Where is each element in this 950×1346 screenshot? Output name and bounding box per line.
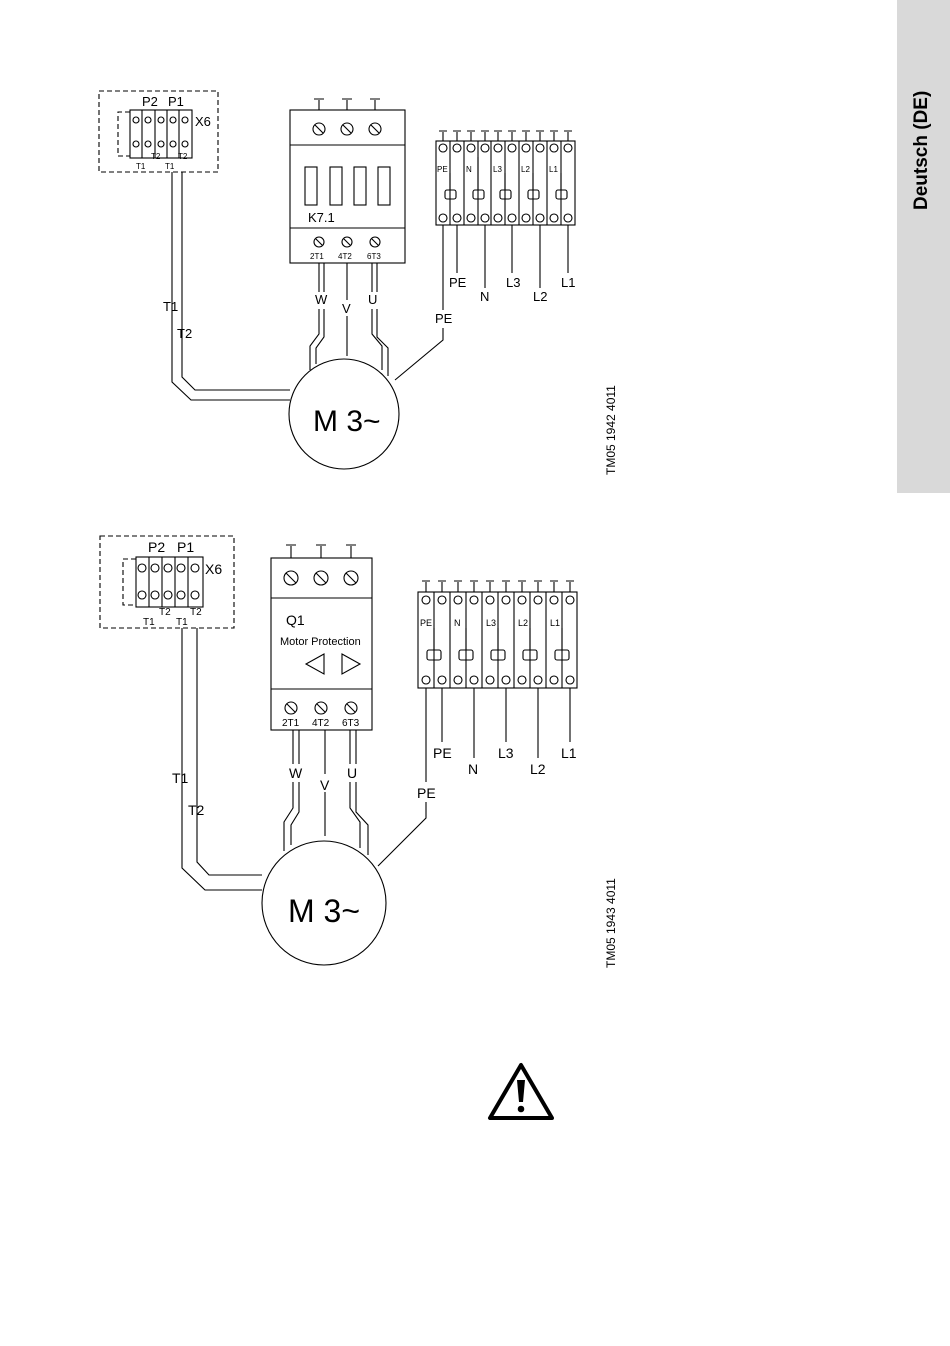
phase-label-u: U [368,292,377,307]
slot-l1: L1 [550,618,560,628]
device-terminal-6t3: 6T3 [367,252,381,261]
warning-triangle-icon [490,1065,552,1118]
t1-small-label: T1 [176,617,188,628]
slot-l1: L1 [549,165,558,174]
slot-l2: L2 [518,618,528,628]
pe-ground-label: PE [417,785,436,801]
p1-label: P1 [177,539,194,555]
device-label: Q1 [286,612,305,628]
figure-code: TM05 1942 4011 [604,385,618,475]
supply-label-l3: L3 [498,745,514,761]
t1-small-label: T1 [136,162,146,171]
cable-label-t1: T1 [172,770,189,786]
motor: M 3~ [262,841,386,965]
t1-small-label: T1 [143,617,155,628]
supply-wires: PE N L3 L2 L1 PE [395,225,575,380]
thermal-cable: T1 T2 [172,628,262,890]
cable-label-t1: T1 [163,299,178,314]
supply-label-l3: L3 [506,275,520,290]
device-terminal-2t1: 2T1 [282,718,300,729]
thermal-cable: T1 T2 [163,172,290,400]
cable-label-t2: T2 [188,802,205,818]
p2-label: P2 [142,94,158,109]
slot-pe: PE [437,165,448,174]
t2-small-label: T2 [151,152,161,161]
slot-n: N [454,618,461,628]
slot-l3: L3 [493,165,502,174]
slot-l3: L3 [486,618,496,628]
supply-label-n: N [480,289,489,304]
slot-n: N [466,165,472,174]
motor: M 3~ [289,359,399,469]
t2-small-label: T2 [190,607,202,618]
p1-label: P1 [168,94,184,109]
phase-label-v: V [320,777,330,793]
t1-small-label: T1 [165,162,175,171]
phase-label-w: W [315,292,328,307]
supply-label-n: N [468,761,478,777]
supply-label-pe: PE [449,275,467,290]
sensor-terminal-block: P2 P1 X6 T2 T2 T1 T1 [100,536,234,628]
figure-code: TM05 1943 4011 [604,878,618,968]
sensor-terminal-block: P2 P1 X6 T2 T2 T1 T1 [99,91,218,172]
supply-label-l2: L2 [533,289,547,304]
motor-label: M 3~ [288,893,360,929]
device-terminal-4t2: 4T2 [312,718,330,729]
mains-terminal-strip: PE N L3 L2 L1 [418,581,577,688]
phase-label-w: W [289,765,303,781]
supply-label-pe: PE [433,745,452,761]
contactor-k7-1: K7.1 2T1 4T2 6T3 [290,99,405,263]
pe-ground-label: PE [435,311,453,326]
supply-label-l1: L1 [561,745,577,761]
device-terminal-4t2: 4T2 [338,252,352,261]
device-terminal-2t1: 2T1 [310,252,324,261]
t2-small-label: T2 [159,607,171,618]
x6-label: X6 [205,561,222,577]
slot-pe: PE [420,618,432,628]
cable-label-t2: T2 [177,326,192,341]
motor-protection-q1: Q1 Motor Protection 2T1 4T2 6T3 [271,545,372,730]
wiring-diagram-2: P2 P1 X6 T2 T2 T1 T1 T1 T2 Q1 Motor Prot… [100,536,618,968]
supply-label-l1: L1 [561,275,575,290]
t2-small-label: T2 [178,152,188,161]
motor-label: M 3~ [313,405,381,438]
mains-terminal-strip: PE N L3 L2 L1 [436,131,575,225]
p2-label: P2 [148,539,165,555]
slot-l2: L2 [521,165,530,174]
supply-wires: PE N L3 L2 L1 PE [378,688,577,866]
device-sublabel: Motor Protection [280,636,361,648]
phase-label-u: U [347,765,357,781]
device-label: K7.1 [308,210,335,225]
wiring-diagram-1: P2 P1 X6 T2 T2 T1 T1 T1 T2 K7. [99,91,618,475]
device-terminal-6t3: 6T3 [342,718,360,729]
motor-leads: W V U [284,730,368,855]
supply-label-l2: L2 [530,761,546,777]
phase-label-v: V [342,301,351,316]
x6-label: X6 [195,114,211,129]
